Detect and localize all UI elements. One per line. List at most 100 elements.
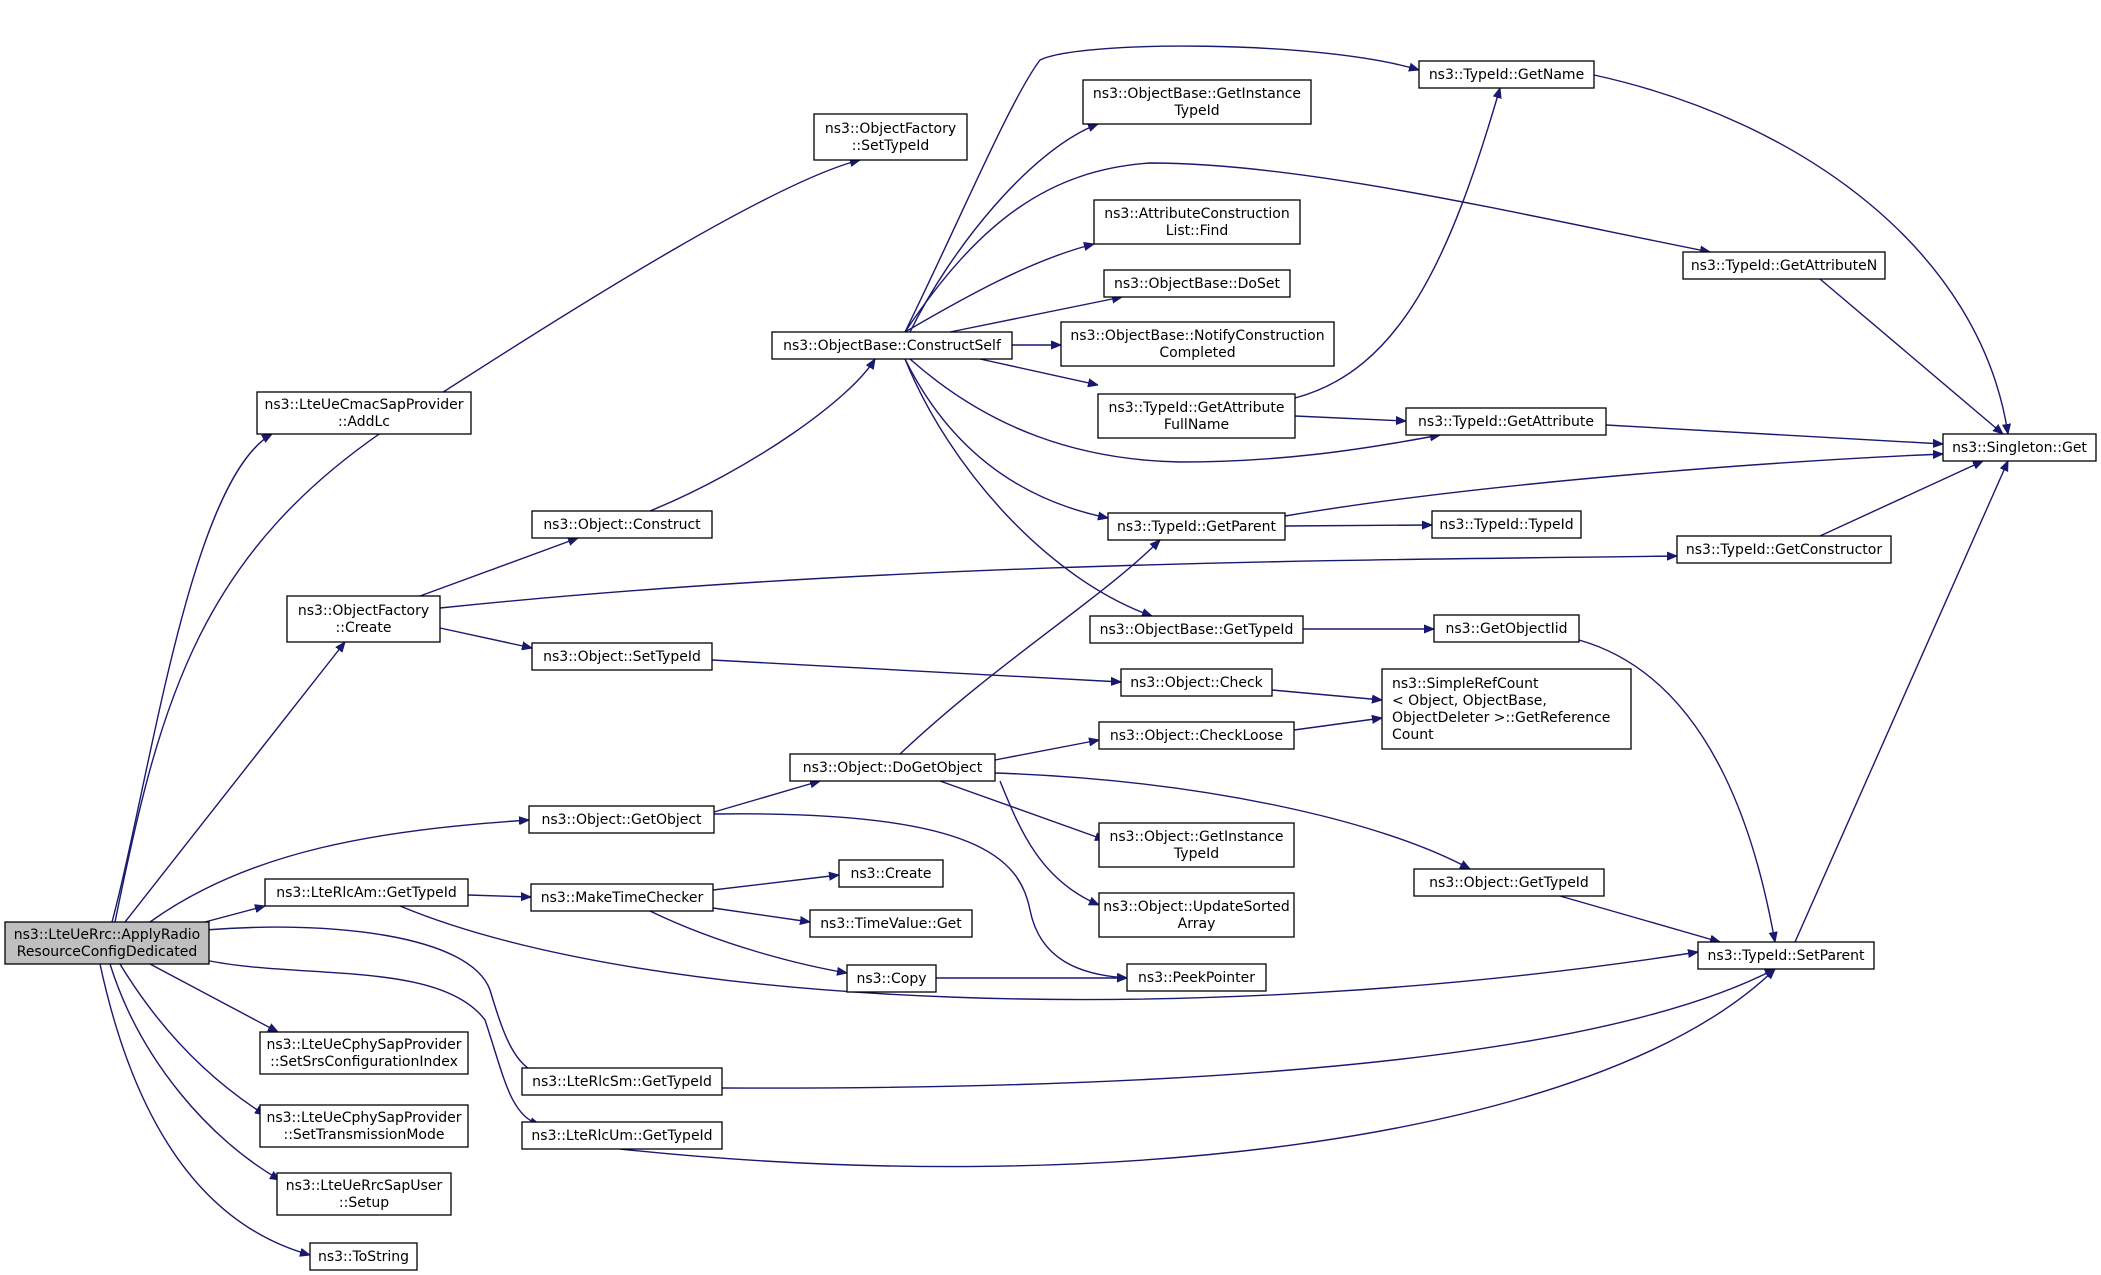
edge-obj_dogetobject-to-obj_gettypeid [994, 772, 1470, 869]
node-box [1126, 963, 1267, 992]
node-timevalue-get[interactable]: ns3::TimeValue::Get [809, 909, 973, 938]
node-obj-check[interactable]: ns3::Object::Check [1120, 668, 1273, 697]
node-box [1060, 321, 1335, 367]
node-box [1418, 60, 1595, 89]
node-obj-checkloose[interactable]: ns3::Object::CheckLoose [1098, 721, 1295, 750]
node-box [531, 510, 713, 539]
node-settx[interactable]: ns3::LteUeCphySapProvider::SetTransmissi… [259, 1104, 469, 1148]
node-rlcsm-gettypeid[interactable]: ns3::LteRlcSm::GetTypeId [521, 1067, 723, 1096]
call-arrow [713, 813, 1127, 978]
node-label-line: ns3::TypeId::GetAttributeN [1691, 258, 1877, 274]
node-copy[interactable]: ns3::Copy [846, 964, 937, 993]
call-arrow [904, 244, 1094, 333]
node-tid-getparent[interactable]: ns3::TypeId::GetParent [1107, 512, 1286, 541]
node-label-line: ns3::LteRlcAm::GetTypeId [276, 885, 457, 901]
node-rlcam-gettypeid[interactable]: ns3::LteRlcAm::GetTypeId [264, 878, 469, 907]
call-arrow [949, 297, 1122, 333]
node-tid-getname[interactable]: ns3::TypeId::GetName [1418, 60, 1595, 89]
node-of-settypeid[interactable]: ns3::ObjectFactory::SetTypeId [813, 113, 968, 161]
node-obj-getobject[interactable]: ns3::Object::GetObject [528, 805, 715, 834]
edge-of_create-to-obj_construct [419, 538, 578, 597]
node-getobjectiid[interactable]: ns3::GetObjectIid [1433, 614, 1580, 643]
node-ob-gettypeid[interactable]: ns3::ObjectBase::GetTypeId [1089, 615, 1304, 644]
node-obj-settypeid[interactable]: ns3::Object::SetTypeId [531, 642, 713, 671]
node-label-line: List::Find [1166, 223, 1229, 239]
node-rlcum-gettypeid[interactable]: ns3::LteRlcUm::GetTypeId [521, 1121, 723, 1150]
node-label-line: ::SetTypeId [852, 138, 930, 154]
node-box [521, 1067, 723, 1096]
node-label-line: ResourceConfigDedicated [17, 944, 198, 960]
node-create[interactable]: ns3::Create [838, 859, 944, 888]
node-ob-notify[interactable]: ns3::ObjectBase::NotifyConstructionCompl… [1060, 321, 1335, 367]
call-arrow [939, 780, 1105, 840]
node-of-create[interactable]: ns3::ObjectFactory::Create [286, 595, 441, 643]
edge-tid_setparent-to-singleton_get [1794, 461, 2009, 943]
node-setsrs[interactable]: ns3::LteUeCphySapProvider::SetSrsConfigu… [259, 1031, 469, 1075]
edge-apply-to-rrcsap_setup [109, 963, 280, 1180]
node-label-line: ns3::Object::CheckLoose [1110, 728, 1283, 744]
call-arrow [649, 359, 875, 512]
node-label-line: ns3::TypeId::GetConstructor [1686, 542, 1882, 558]
node-tid-getattributen[interactable]: ns3::TypeId::GetAttributeN [1682, 251, 1886, 280]
node-label-line: ns3::ObjectBase::DoSet [1114, 276, 1280, 292]
node-box [1405, 407, 1607, 436]
node-simplerefcount[interactable]: ns3::SimpleRefCount< Object, ObjectBase,… [1381, 668, 1632, 750]
node-singleton-get[interactable]: ns3::Singleton::Get [1942, 433, 2097, 462]
node-ob-doset[interactable]: ns3::ObjectBase::DoSet [1103, 269, 1291, 298]
edge-ob_constructself-to-tid_getattrfullname [979, 358, 1098, 385]
node-maketimechecker[interactable]: ns3::MakeTimeChecker [530, 883, 714, 912]
node-label-line: ObjectDeleter >::GetReference [1392, 710, 1610, 726]
call-arrow [904, 358, 1108, 518]
node-box [528, 805, 715, 834]
node-tostring[interactable]: ns3::ToString [309, 1242, 418, 1271]
node-label-line: ns3::TypeId::GetAttribute [1109, 400, 1285, 416]
edge-apply-to-rlcum_gettypeid [204, 959, 540, 1125]
node-apply[interactable]: ns3::LteUeRrc::ApplyRadioResourceConfigD… [4, 921, 210, 965]
edge-obj_dogetobject-to-obj_checkloose [994, 740, 1099, 761]
node-label-line: ns3::TypeId::GetParent [1117, 519, 1276, 535]
node-label-line: ::SetSrsConfigurationIndex [270, 1054, 458, 1070]
node-label-line: ns3::LteUeRrc::ApplyRadio [14, 927, 200, 943]
node-rrcsap-setup[interactable]: ns3::LteUeRrcSapUser::Setup [276, 1172, 452, 1216]
edge-obj_dogetobject-to-obj_updatesorted [999, 780, 1099, 906]
node-label-line: < Object, ObjectBase, [1392, 693, 1547, 709]
node-box [531, 642, 713, 671]
node-label-line: ns3::ToString [318, 1249, 409, 1265]
node-box [771, 331, 1013, 360]
node-addlc[interactable]: ns3::LteUeCmacSapProvider::AddLc [256, 391, 472, 435]
call-arrow [1271, 689, 1382, 700]
edges [99, 45, 2009, 1255]
edge-tid_getparent-to-singleton_get [1284, 454, 1943, 517]
node-box [521, 1121, 723, 1150]
node-ob-constructself[interactable]: ns3::ObjectBase::ConstructSelf [771, 331, 1013, 360]
node-tid-getattribute[interactable]: ns3::TypeId::GetAttribute [1405, 407, 1607, 436]
node-label-line: ns3::Singleton::Get [1952, 440, 2087, 456]
edge-apply-to-addlc [111, 434, 272, 923]
call-arrow [721, 968, 1775, 1089]
node-obj-construct[interactable]: ns3::Object::Construct [531, 510, 713, 539]
call-arrow [109, 963, 280, 1180]
node-box [1093, 199, 1301, 245]
node-tid-getconstructor[interactable]: ns3::TypeId::GetConstructor [1676, 535, 1892, 564]
node-box [1120, 668, 1273, 697]
node-box [1942, 433, 2097, 462]
node-tid-typeid[interactable]: ns3::TypeId::TypeId [1431, 510, 1582, 539]
node-obj-gettypeid[interactable]: ns3::Object::GetTypeId [1413, 868, 1605, 897]
call-arrow [994, 740, 1099, 761]
node-box [846, 964, 937, 993]
node-box [1098, 721, 1295, 750]
edge-tid_getattrfullname-to-tid_getattribute [1294, 415, 1406, 421]
edge-tid_getattribute-to-singleton_get [1605, 424, 1943, 444]
node-peekpointer[interactable]: ns3::PeekPointer [1126, 963, 1267, 992]
node-obj-dogetobject[interactable]: ns3::Object::DoGetObject [789, 753, 996, 782]
edge-maketimechecker-to-timevalue_get [712, 907, 810, 922]
edge-ob_constructself-to-tid_getattributen [904, 162, 1710, 333]
edge-obj_checkloose-to-simplerefcount [1293, 718, 1382, 731]
node-tid-setparent[interactable]: ns3::TypeId::SetParent [1697, 941, 1875, 970]
call-arrow [713, 781, 820, 813]
